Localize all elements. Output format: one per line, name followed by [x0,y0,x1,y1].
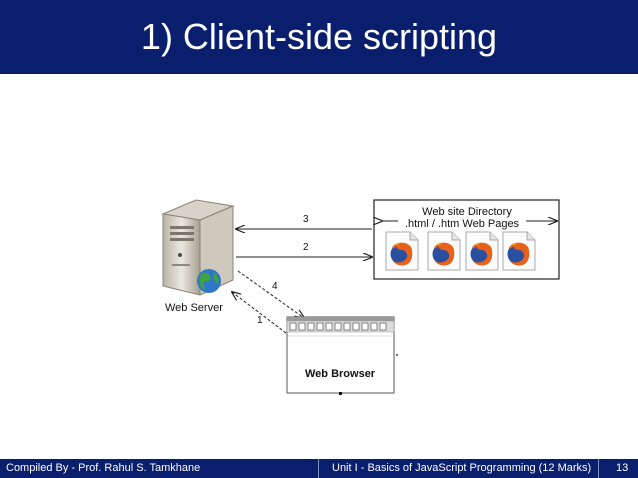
arrow-4 [237,270,304,318]
title-bar [0,0,638,74]
page-number: 13 [616,462,629,474]
browser-toolbar-icons [289,322,387,331]
arrow-3-label: 3 [303,214,309,225]
web-server-icon [161,199,235,296]
arrow-4-label: 4 [272,281,278,292]
arrow-1-label: 1 [257,315,263,326]
arrow-2-label: 2 [303,242,309,253]
firefox-file-icon [502,231,536,271]
web-server-label: Web Server [165,302,223,314]
footer-divider [598,459,599,478]
web-browser-window [286,316,398,395]
footer-divider [318,459,319,478]
footer-unit: Unit I - Basics of JavaScript Programmin… [332,462,592,474]
directory-title: Web site Directory [422,206,512,218]
firefox-file-icon [385,231,419,271]
slide-title: 1) Client-side scripting [140,16,498,57]
firefox-file-icon [465,231,499,271]
firefox-file-icon [427,231,461,271]
directory-subtitle: .html / .htm Web Pages [405,218,520,230]
footer-bar: Compiled By - Prof. Rahul S. Tamkhane Un… [0,459,638,478]
arrow-1 [232,292,287,334]
web-browser-label: Web Browser [305,368,376,380]
footer-author: Compiled By - Prof. Rahul S. Tamkhane [6,462,201,474]
